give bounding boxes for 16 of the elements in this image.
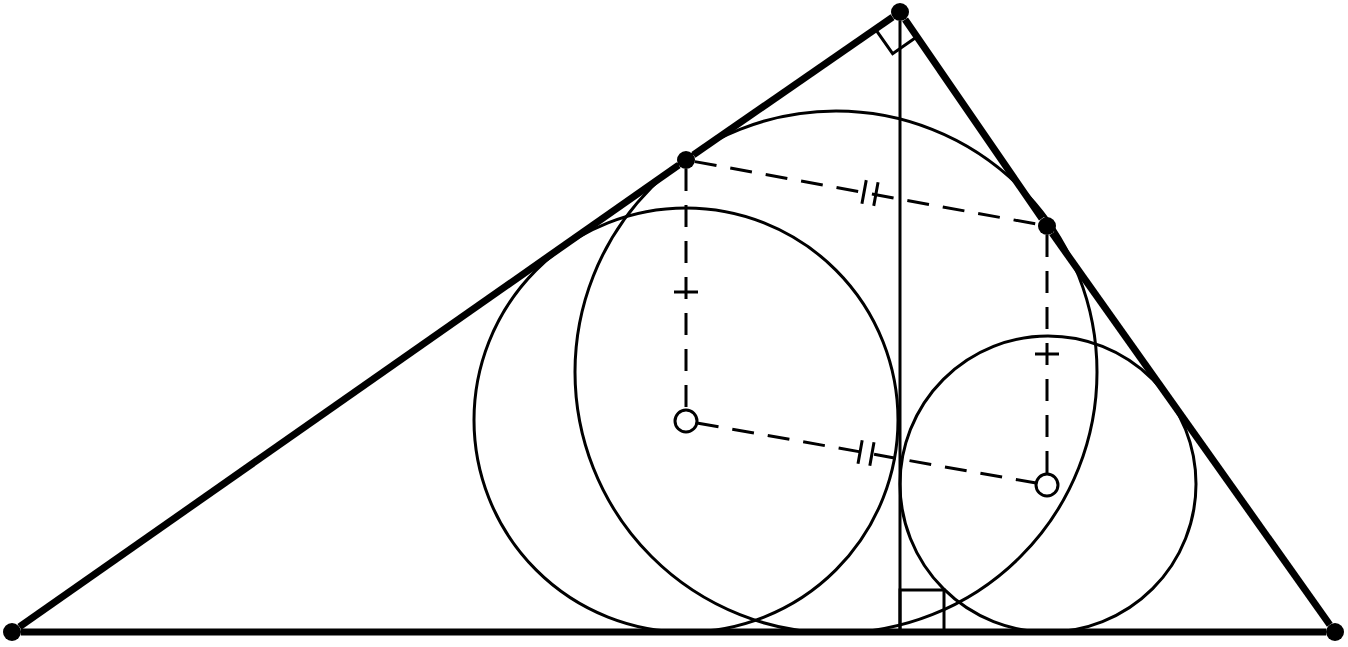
triangle-side bbox=[691, 14, 895, 158]
triangle-side bbox=[17, 162, 681, 630]
vertex-point bbox=[1326, 623, 1344, 641]
dashed-line bbox=[684, 169, 688, 410]
vertex-point bbox=[1038, 217, 1056, 235]
dashed-line bbox=[1045, 235, 1049, 474]
vertex-point bbox=[3, 623, 21, 641]
center-point bbox=[1034, 472, 1060, 498]
altitude-line bbox=[898, 21, 902, 590]
vertex-point bbox=[891, 3, 909, 21]
triangle-side bbox=[1049, 231, 1333, 627]
vertex-point bbox=[677, 151, 695, 169]
triangle-side bbox=[21, 628, 1326, 636]
center-point bbox=[673, 408, 699, 434]
triangle-side bbox=[902, 17, 1045, 221]
dashed-line bbox=[696, 421, 1037, 485]
